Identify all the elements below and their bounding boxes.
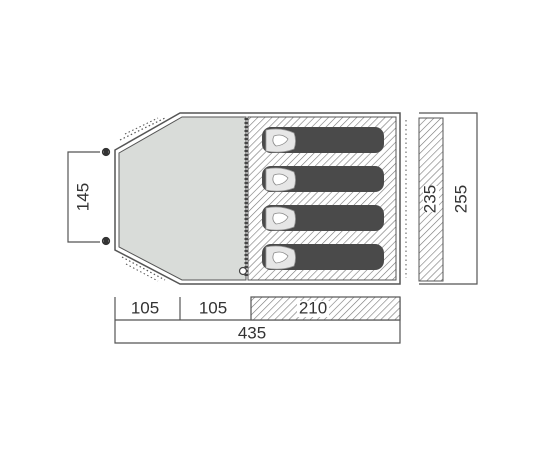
inner-tent-length-label: 210 — [299, 298, 327, 317]
vestibule-left-length-label: 105 — [131, 298, 159, 317]
inner-width-dimension: 235 — [418, 117, 444, 282]
sleeping-bag-icon — [262, 244, 384, 270]
vestibule-right-length-label: 105 — [199, 298, 227, 317]
total-width-dimension: 255 — [419, 112, 478, 285]
door-width-label: 145 — [73, 183, 92, 211]
zipper-puller — [238, 266, 248, 276]
vestibule-area — [118, 116, 247, 281]
guy-line-bottom — [121, 256, 166, 281]
guy-line-top — [119, 117, 166, 141]
sleeping-bag-icon — [262, 166, 384, 192]
sleeping-bag-icon — [262, 127, 384, 153]
sleeping-bags — [262, 127, 384, 270]
total-width-label: 255 — [451, 185, 470, 213]
door-width-dimension: 145 — [67, 151, 100, 243]
sleeping-bag-icon — [262, 205, 384, 231]
tent-peg-icon — [101, 147, 111, 157]
length-dimensions: 105 105 210 435 — [114, 296, 401, 344]
inner-width-label: 235 — [420, 185, 439, 213]
tent-peg-icon — [101, 236, 111, 246]
total-length-label: 435 — [238, 323, 266, 342]
